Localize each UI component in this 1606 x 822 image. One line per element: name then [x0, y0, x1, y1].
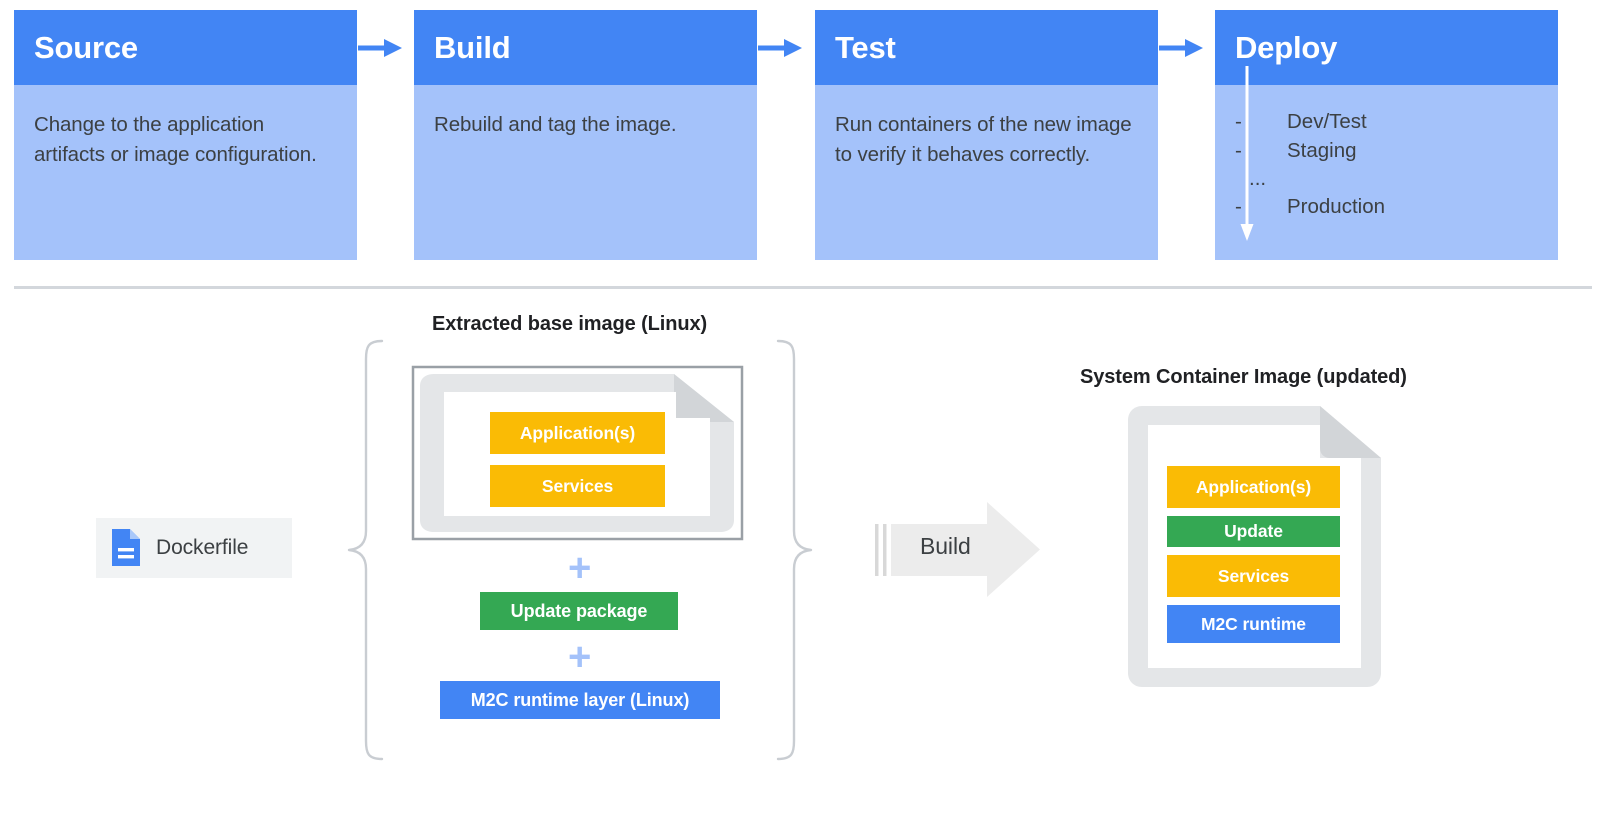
dockerfile-chip[interactable]: Dockerfile — [96, 518, 292, 578]
arrow-right-block-icon — [875, 502, 1040, 597]
card-header-deploy: Deploy — [1215, 10, 1558, 85]
plus-icon: + — [568, 635, 592, 679]
deploy-stage-label: Dev/Test — [1287, 110, 1367, 133]
layer-m2c-runtime-layer: M2C runtime layer (Linux) — [440, 681, 720, 719]
layer-services: Services — [490, 465, 665, 507]
layer-applications: Application(s) — [1167, 466, 1340, 508]
dockerfile-label: Dockerfile — [156, 536, 249, 559]
arrow-right-icon — [758, 39, 802, 57]
card-header-build: Build — [414, 10, 757, 85]
deploy-dash: - — [1235, 110, 1242, 133]
card-body-source: Change to the application artifacts or i… — [14, 85, 357, 260]
card-description-test: Run containers of the new image to verif… — [835, 113, 1132, 166]
card-body-deploy: - Dev/Test - Staging ... - Production — [1215, 85, 1558, 260]
layer-applications: Application(s) — [490, 412, 665, 454]
system-container-image-title: System Container Image (updated) — [1080, 366, 1407, 388]
card-title-deploy: Deploy — [1235, 29, 1338, 65]
card-title-build: Build — [434, 29, 511, 65]
card-header-source: Source — [14, 10, 357, 85]
document-icon — [110, 528, 142, 568]
layer-update: Update — [1167, 516, 1340, 547]
arrow-right-icon — [358, 39, 402, 57]
arrow-right-icon — [1159, 39, 1203, 57]
card-description-source: Change to the application artifacts or i… — [34, 113, 317, 166]
card-description-build: Rebuild and tag the image. — [434, 113, 677, 136]
deploy-stage-list: - Dev/Test - Staging ... - Production — [1215, 85, 1558, 221]
deploy-stage-label: ... — [1249, 167, 1267, 190]
pipeline-card-source: Source Change to the application artifac… — [14, 10, 357, 260]
deploy-stage-item: - Staging — [1235, 136, 1558, 165]
deploy-stage-label: Staging — [1287, 139, 1357, 162]
card-body-build: Rebuild and tag the image. — [414, 85, 757, 260]
deploy-dash: - — [1235, 139, 1242, 162]
curly-brace-left-icon — [347, 339, 384, 761]
card-header-test: Test — [815, 10, 1158, 85]
layer-m2c-runtime: M2C runtime — [1167, 605, 1340, 643]
deploy-stage-item: - Production — [1235, 192, 1558, 221]
deploy-stage-label: Production — [1287, 195, 1386, 218]
deploy-stage-ellipsis-item: ... — [1235, 165, 1558, 192]
card-body-test: Run containers of the new image to verif… — [815, 85, 1158, 260]
pipeline-card-deploy: Deploy - Dev/Test - Staging ... - Produc… — [1215, 10, 1558, 260]
deploy-stage-item: - Dev/Test — [1235, 107, 1558, 136]
section-divider — [14, 286, 1592, 289]
card-title-source: Source — [34, 29, 138, 65]
pipeline-card-build: Build Rebuild and tag the image. — [414, 10, 757, 260]
plus-icon: + — [568, 546, 592, 590]
layer-services: Services — [1167, 555, 1340, 597]
card-title-test: Test — [835, 29, 896, 65]
curly-brace-right-icon — [776, 339, 813, 761]
deploy-dash: - — [1235, 195, 1242, 218]
build-arrow-label: Build — [920, 533, 971, 559]
layer-update-package: Update package — [480, 592, 678, 630]
extracted-base-image-title: Extracted base image (Linux) — [432, 313, 708, 335]
arrow-down-icon — [1240, 66, 1254, 241]
pipeline-card-test: Test Run containers of the new image to … — [815, 10, 1158, 260]
